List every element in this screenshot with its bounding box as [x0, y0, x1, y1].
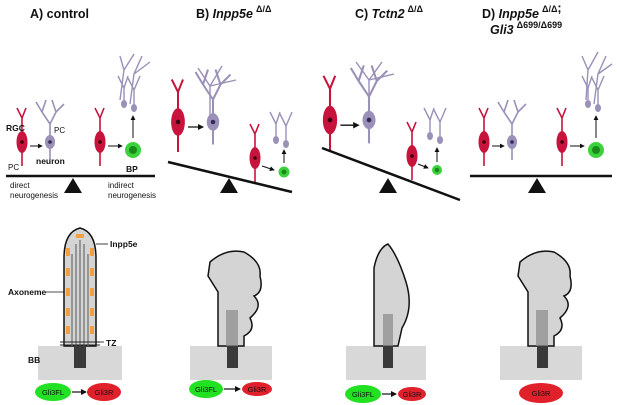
axoneme-label: Axoneme	[8, 287, 47, 297]
inpp5e-markers	[66, 234, 94, 334]
gli3r-label-a: Gli3R	[95, 388, 114, 397]
panel-a-balance: RGC PC PC neuron BP direct neurogenesis …	[6, 53, 156, 200]
basal-body-a	[74, 346, 86, 368]
gli3fl-label-b: Gli3FL	[195, 385, 217, 394]
cilium-inpp5e-gli3	[500, 250, 582, 380]
bb-label: BB	[28, 355, 40, 365]
gli3-processing-d: Gli3R	[519, 383, 563, 403]
panel-d-balance	[470, 51, 613, 193]
bp-label: BP	[126, 164, 138, 174]
fulcrum-a	[64, 178, 82, 193]
gli3r-label-c: Gli3R	[403, 390, 422, 399]
direct-label-2: neurogenesis	[10, 191, 58, 200]
fulcrum-b	[220, 178, 238, 193]
direct-label: direct	[10, 181, 30, 190]
rgc-cell-indirect	[93, 107, 107, 167]
pc-label-left: PC	[8, 163, 19, 172]
neuron-label: neuron	[36, 156, 65, 166]
indirect-label: indirect	[108, 181, 135, 190]
cilium-control: Inpp5e Axoneme TZ BB	[8, 227, 138, 380]
bp-cell	[125, 142, 141, 158]
rgc-cell	[15, 107, 29, 167]
pc-label-right: PC	[54, 126, 65, 135]
cilium-tctn2	[346, 243, 426, 380]
tz-label: TZ	[106, 338, 116, 348]
balance-beam-b	[167, 160, 293, 194]
panel-c-balance	[321, 61, 461, 202]
rgc-label: RGC	[6, 123, 25, 133]
indirect-label-2: neurogenesis	[108, 191, 156, 200]
gli3-processing-c: Gli3FL Gli3R	[345, 385, 426, 403]
balance-beam-c	[321, 146, 461, 202]
inpp5e-label: Inpp5e	[110, 239, 138, 249]
fulcrum-d	[528, 178, 546, 193]
panel-a-title: A) control	[30, 7, 89, 21]
gli3fl-label-a: Gli3FL	[42, 388, 64, 397]
gli3fl-label-c: Gli3FL	[352, 390, 374, 399]
fulcrum-c	[379, 178, 397, 193]
gli3r-label-d: Gli3R	[532, 389, 551, 398]
panel-b-balance	[167, 65, 293, 194]
gli3-processing-a: Gli3FL Gli3R	[35, 383, 121, 401]
cilium-inpp5e	[190, 250, 272, 380]
gli3-processing-b: Gli3FL Gli3R	[189, 380, 272, 398]
gli3r-label-b: Gli3R	[248, 385, 267, 394]
